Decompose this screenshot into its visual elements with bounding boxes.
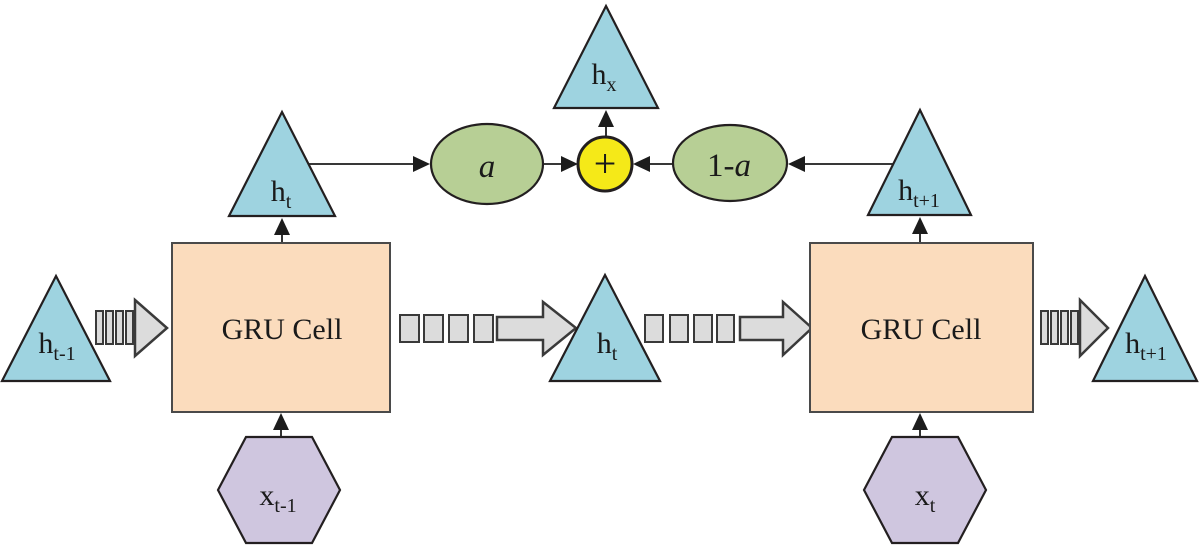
x-t-label: xt [915, 479, 936, 517]
arrow-xt-to-gru-right [912, 413, 928, 437]
dashed-arrow-gru-right-to-hnext [1040, 296, 1110, 360]
dashed-arrow-hmid-to-gru-right [644, 299, 814, 358]
gru-cell-right-label: GRU Cell [861, 313, 982, 346]
ht-upper-triangle [227, 109, 337, 218]
h-mid-triangle [548, 272, 662, 383]
ht1-upper-triangle [866, 107, 973, 217]
arrow-gru-right-to-ht1 [912, 217, 928, 243]
dashed-arrow-hprev-to-gru-left [95, 297, 169, 359]
h-mid-label: ht [597, 327, 618, 365]
sum-label: + [594, 141, 617, 186]
ht1-upper-label: ht+1 [898, 174, 940, 212]
arrow-xprev-to-gru-left [273, 413, 289, 437]
x-prev-hexagon [216, 435, 342, 545]
h-next-triangle [1091, 273, 1199, 383]
hx-label: hx [592, 58, 617, 96]
alpha-ellipse [429, 122, 545, 206]
hx-triangle [552, 3, 660, 110]
arrow-sum-to-hx [598, 110, 614, 137]
one-minus-alpha-label: 1-a [707, 148, 751, 184]
dashed-arrow-gru-left-to-hmid [399, 299, 578, 358]
arrow-gru-left-to-ht [274, 218, 290, 243]
gru-cell-left [171, 242, 391, 413]
arrow-ht-to-alpha [306, 156, 430, 172]
gru-cell-right [809, 242, 1034, 413]
gru-cell-left-label: GRU Cell [222, 313, 343, 346]
x-prev-label: xt-1 [259, 479, 296, 517]
one-minus-alpha-ellipse [671, 123, 789, 203]
h-prev-triangle [0, 273, 112, 383]
arrow-ht1-to-one-minus-alpha [788, 156, 893, 172]
ht-upper-label: ht [271, 175, 292, 213]
alpha-label: a [479, 149, 496, 185]
arrow-alpha-to-sum [543, 156, 578, 172]
x-t-hexagon [862, 435, 988, 545]
sum-circle [576, 135, 634, 193]
h-next-label: ht+1 [1125, 327, 1167, 365]
arrow-one-minus-alpha-to-sum [633, 156, 674, 172]
h-prev-label: ht-1 [38, 327, 75, 365]
